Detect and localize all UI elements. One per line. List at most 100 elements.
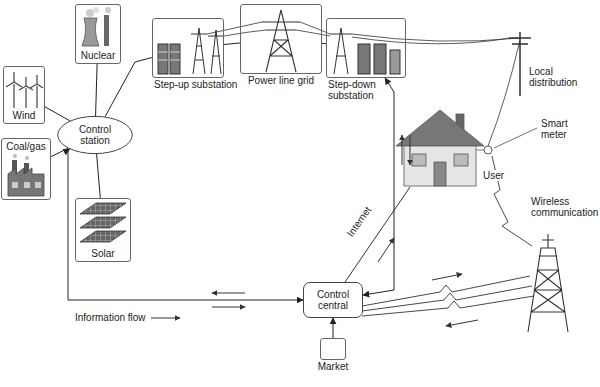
node-label: Solar [90, 248, 115, 259]
information-flow-arrow [402, 135, 403, 165]
nuclear-plant-icon [93, 7, 99, 13]
wind-turbine-icon [30, 75, 43, 108]
grid-box: Power line grid [240, 4, 322, 74]
information-flow-arrow [446, 320, 478, 326]
node-label: Market [317, 361, 350, 372]
coal-gas-plant-icon [25, 156, 29, 160]
node-label: Step-up substation [153, 79, 238, 90]
node-label: Control station [68, 124, 122, 146]
legend-text: Information flow [75, 312, 146, 323]
source-frame: Solar [75, 198, 131, 262]
leader-line [494, 128, 537, 148]
legend-arrow [151, 317, 180, 318]
leader-line [494, 128, 537, 148]
step-up-substation-icon [191, 28, 207, 74]
node-label: Nuclear [80, 50, 116, 61]
control-station-ellipse: Control station [57, 116, 133, 154]
wind-turbine-icon [19, 77, 33, 108]
step-down-substation-icon [330, 28, 400, 74]
wireless-link [362, 286, 532, 311]
information-flow-arrow [410, 135, 411, 165]
power-line-pylon-icon [262, 10, 300, 72]
information-flow-arrow [212, 307, 245, 308]
node-label: Coal/gas [5, 141, 46, 152]
power-wire [207, 22, 520, 146]
step-up-substation-icon [158, 44, 168, 74]
solar-panel-icon [80, 231, 126, 242]
node-label: Wind [12, 110, 37, 121]
step-down-substation-icon [358, 44, 370, 74]
solar-panel-icon [80, 203, 126, 242]
user-house [396, 110, 492, 186]
information-flow-arrow [378, 238, 394, 262]
internet-link [345, 187, 410, 282]
connector [105, 58, 152, 117]
user-house [434, 162, 446, 186]
coal-gas-plant-icon [12, 182, 18, 188]
callout-label: Local distribution [528, 66, 592, 88]
nuclear-plant-icon [105, 7, 111, 13]
radio-tower [531, 256, 565, 312]
solar-panel-icon [80, 203, 126, 214]
solar-panel-icon [80, 217, 126, 228]
step-down-substation-icon [390, 50, 400, 74]
market-box: Market [320, 338, 346, 360]
user-house [412, 154, 426, 166]
user-house [454, 154, 468, 166]
user-house [404, 146, 476, 186]
substation-box: Step-down substation [326, 18, 406, 78]
internet-link [345, 187, 410, 282]
legend-entry: Information flow [75, 312, 182, 323]
coal-gas-plant-icon [35, 182, 41, 188]
connector [45, 107, 70, 121]
information-flow-arrow [212, 135, 478, 326]
step-down-substation-icon [374, 44, 386, 74]
source-frame: Wind [3, 66, 45, 124]
step-down-substation-icon [330, 28, 352, 74]
wireless-link [362, 296, 534, 316]
node-label: Power line grid [247, 75, 315, 86]
step-up-substation-icon [170, 44, 180, 74]
coal-gas-plant-icon [24, 182, 30, 188]
radio-tower [528, 234, 568, 332]
source-frame: Nuclear [75, 4, 121, 64]
user-house [484, 146, 492, 154]
ellipse-outline [58, 116, 132, 153]
radio-tower [528, 248, 568, 332]
nuclear-plant-icon [104, 15, 109, 46]
link-label: Internet [344, 204, 374, 240]
connector [224, 43, 240, 45]
substation-box: Step-up substation [152, 18, 224, 78]
wireless-link [362, 156, 534, 316]
control-central-box: Control central [303, 282, 363, 318]
coal-gas-plant-icon [13, 154, 17, 158]
coal-gas-plant-icon [8, 154, 44, 196]
step-up-substation-icon [208, 30, 224, 74]
source-frame: Coal/gas [1, 138, 50, 200]
information-flow-arrow [212, 293, 245, 294]
step-up-substation-icon [158, 28, 224, 74]
information-flow-arrow [432, 274, 462, 280]
connector [363, 78, 394, 295]
nuclear-plant-icon [86, 9, 94, 17]
connector [68, 149, 303, 300]
node-label: Step-down substation [327, 79, 385, 101]
connector [96, 64, 98, 116]
legend-arrow [150, 313, 182, 323]
user-house [396, 110, 484, 146]
step-up-substation-icon [158, 52, 180, 60]
coal-gas-plant-icon [8, 168, 44, 196]
callout-label: Smart meter [540, 118, 582, 140]
callout-label: User [482, 170, 505, 181]
power-wire [224, 30, 510, 44]
connector [97, 154, 101, 198]
callout-label: Wireless communication [530, 196, 600, 218]
node-label: Control central [307, 289, 359, 311]
user-house [476, 150, 484, 151]
nuclear-plant-icon [82, 7, 111, 46]
power-wire [488, 40, 520, 146]
connector [333, 318, 334, 338]
power-line-pylon-icon [262, 10, 300, 72]
wind-turbine-icon [6, 72, 43, 108]
nuclear-plant-icon [82, 18, 99, 46]
